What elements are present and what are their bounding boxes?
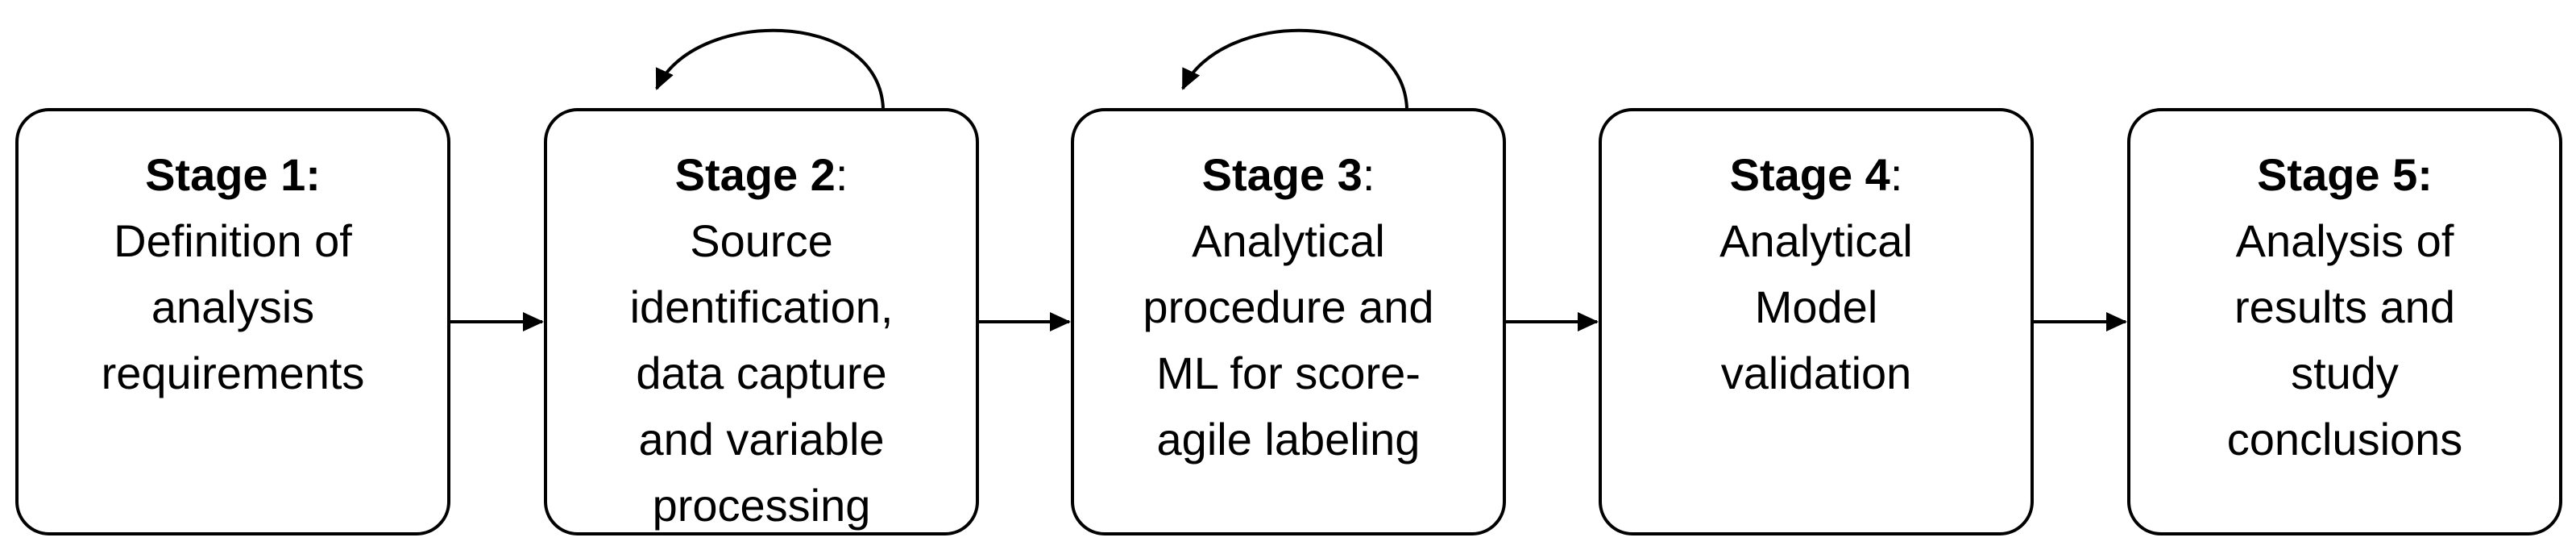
stage-5-line-2: results and <box>2234 281 2455 332</box>
stage-2-line-4: and variable <box>638 414 885 465</box>
stage-5-line-4: conclusions <box>2226 414 2463 465</box>
stage-1-title: Stage 1: <box>145 149 321 200</box>
stage-4-line-2: Model <box>1754 281 1878 332</box>
loop-arrow-stage-2 <box>655 28 885 109</box>
stage-2-line-5: processing <box>652 480 871 531</box>
stage-2-title: Stage 2: <box>674 149 848 200</box>
stage-3-line-4: agile labeling <box>1156 414 1421 465</box>
stage-3-line-3: ML for score- <box>1156 348 1421 398</box>
stage-5-title: Stage 5: <box>2257 149 2433 200</box>
stage-1-line-2: analysis <box>151 281 315 332</box>
stage-3-title: Stage 3: <box>1201 149 1375 200</box>
stage-2-box: Stage 2: Source identification, data cap… <box>544 108 979 535</box>
stage-4-line-3: validation <box>1720 348 1912 398</box>
stage-5-line-3: study <box>2291 348 2399 398</box>
stage-2-line-1: Source <box>690 215 833 266</box>
loop-arrow-stage-3 <box>1181 28 1408 109</box>
stage-1-box: Stage 1: Definition of analysis requirem… <box>15 108 450 535</box>
stage-4-box: Stage 4: Analytical Model validation <box>1599 108 2034 535</box>
stage-1-line-1: Definition of <box>114 215 352 266</box>
stage-5-line-1: Analysis of <box>2235 215 2454 266</box>
stage-2-line-2: identification, <box>629 281 894 332</box>
stage-5-box: Stage 5: Analysis of results and study c… <box>2127 108 2562 535</box>
stage-4-title: Stage 4: <box>1729 149 1903 200</box>
stage-3-line-2: procedure and <box>1143 281 1434 332</box>
stage-4-line-1: Analytical <box>1719 215 1913 266</box>
stage-3-box: Stage 3: Analytical procedure and ML for… <box>1071 108 1506 535</box>
stage-3-line-1: Analytical <box>1192 215 1385 266</box>
stage-1-line-3: requirements <box>101 348 365 398</box>
stage-2-line-3: data capture <box>636 348 887 398</box>
